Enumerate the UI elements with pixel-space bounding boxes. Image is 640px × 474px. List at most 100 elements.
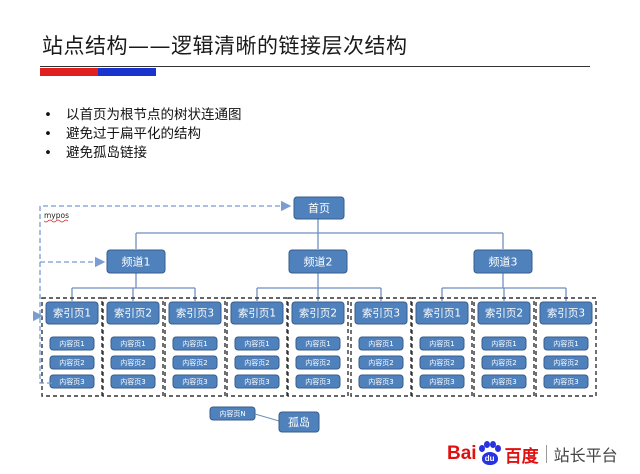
content-page-node xyxy=(358,355,404,370)
content-page-node-label: 内容页2 xyxy=(182,358,207,367)
index-page-node-label: 索引页1 xyxy=(53,307,91,320)
content-page-node xyxy=(543,336,589,351)
logo-text-bai: Bai xyxy=(447,443,477,464)
index-group-box xyxy=(102,297,164,397)
bullet-list: 以首页为根节点的树状连通图 避免过于扁平化的结构 避免孤岛链接 xyxy=(44,106,242,163)
index-group-box xyxy=(535,297,597,397)
content-page-node-label: 内容页1 xyxy=(305,339,330,348)
content-page-node xyxy=(234,374,280,389)
content-page-node xyxy=(358,336,404,351)
content-page-node xyxy=(49,374,95,389)
index-page-node-label: 索引页1 xyxy=(238,307,276,320)
content-page-node-label: 内容页2 xyxy=(305,358,330,367)
index-group-box xyxy=(350,297,412,397)
content-page-node-label: 内容页1 xyxy=(429,339,454,348)
orphan-label-node-label: 孤岛 xyxy=(288,415,310,429)
content-page-node xyxy=(543,355,589,370)
content-page-node xyxy=(234,336,280,351)
content-page-node xyxy=(110,374,156,389)
channel-node xyxy=(473,249,533,274)
content-page-node-label: 内容页1 xyxy=(182,339,207,348)
content-page-node-label: 内容页1 xyxy=(553,339,578,348)
accent-bar-blue xyxy=(98,68,156,76)
content-page-node-label: 内容页1 xyxy=(59,339,84,348)
index-page-node-label: 索引页2 xyxy=(485,307,523,320)
baidu-zhanzhang-logo: Bai du 百度 站长平台 xyxy=(447,440,618,468)
index-page-node xyxy=(477,301,531,325)
content-page-node xyxy=(481,374,527,389)
index-group-box xyxy=(473,297,535,397)
index-group-box xyxy=(164,297,226,397)
content-page-node xyxy=(481,336,527,351)
index-page-node-label: 索引页2 xyxy=(114,307,152,320)
content-page-node-label: 内容页1 xyxy=(120,339,145,348)
index-group-box xyxy=(411,297,473,397)
bullet-item: 避免孤岛链接 xyxy=(44,144,242,163)
content-page-node xyxy=(295,336,341,351)
content-page-node-label: 内容页2 xyxy=(244,358,269,367)
logo-product-name: 站长平台 xyxy=(553,446,618,465)
content-page-node xyxy=(295,355,341,370)
bullet-item: 避免过于扁平化的结构 xyxy=(44,125,242,144)
channel-node xyxy=(288,249,348,274)
content-page-node-label: 内容页3 xyxy=(59,377,84,386)
content-page-node-label: 内容页3 xyxy=(429,377,454,386)
bullet-item: 以首页为根节点的树状连通图 xyxy=(44,106,242,125)
index-page-node xyxy=(230,301,284,325)
accent-bar-red xyxy=(40,68,98,76)
content-page-node xyxy=(419,336,465,351)
content-page-node xyxy=(295,374,341,389)
mypos-label: mypos xyxy=(44,211,69,220)
content-page-node-label: 内容页3 xyxy=(368,377,393,386)
channel-node xyxy=(106,249,166,274)
index-page-node xyxy=(168,301,222,325)
index-group-box xyxy=(287,297,349,397)
logo-text-du: du xyxy=(481,452,498,465)
content-page-node-label: 内容页2 xyxy=(429,358,454,367)
channel-node-label: 频道2 xyxy=(304,255,333,269)
content-page-node-label: 内容页2 xyxy=(553,358,578,367)
content-page-node-label: 内容页3 xyxy=(553,377,578,386)
content-page-node xyxy=(172,336,218,351)
orphan-label-node xyxy=(278,411,320,433)
orphan-content-node xyxy=(209,406,256,421)
content-page-node-label: 内容页1 xyxy=(244,339,269,348)
index-page-node xyxy=(539,301,593,325)
index-page-node-label: 索引页1 xyxy=(423,307,461,320)
paw-icon: du xyxy=(478,441,502,466)
root-node xyxy=(293,196,345,220)
index-page-node xyxy=(354,301,408,325)
content-page-node-label: 内容页3 xyxy=(120,377,145,386)
logo-text-cn: 百度 xyxy=(504,446,539,467)
content-page-node xyxy=(543,374,589,389)
content-page-node-label: 内容页1 xyxy=(368,339,393,348)
content-page-node xyxy=(172,374,218,389)
orphan-connector xyxy=(254,413,280,422)
index-page-node xyxy=(106,301,160,325)
content-page-node-label: 内容页2 xyxy=(368,358,393,367)
content-page-node xyxy=(358,374,404,389)
channel-node-label: 频道1 xyxy=(122,255,151,269)
index-group-box xyxy=(41,297,103,397)
index-group-box xyxy=(226,297,288,397)
content-page-node xyxy=(481,355,527,370)
content-page-node-label: 内容页2 xyxy=(120,358,145,367)
content-page-node-label: 内容页2 xyxy=(491,358,516,367)
mypos-dashed-arrow-root xyxy=(39,200,292,384)
channel-node-label: 频道3 xyxy=(489,255,518,269)
logo-divider xyxy=(545,445,547,463)
content-page-node-label: 内容页3 xyxy=(491,377,516,386)
root-node-label: 首页 xyxy=(308,201,330,215)
content-page-node xyxy=(234,355,280,370)
index-page-node-label: 索引页3 xyxy=(176,307,214,320)
title-underline xyxy=(40,66,590,67)
content-page-node xyxy=(49,336,95,351)
content-page-node xyxy=(49,355,95,370)
content-page-node-label: 内容页3 xyxy=(244,377,269,386)
mypos-spellcheck-underline xyxy=(43,219,69,223)
content-page-node xyxy=(110,355,156,370)
index-page-node xyxy=(291,301,345,325)
content-page-node xyxy=(419,355,465,370)
index-page-node-label: 索引页3 xyxy=(362,307,400,320)
